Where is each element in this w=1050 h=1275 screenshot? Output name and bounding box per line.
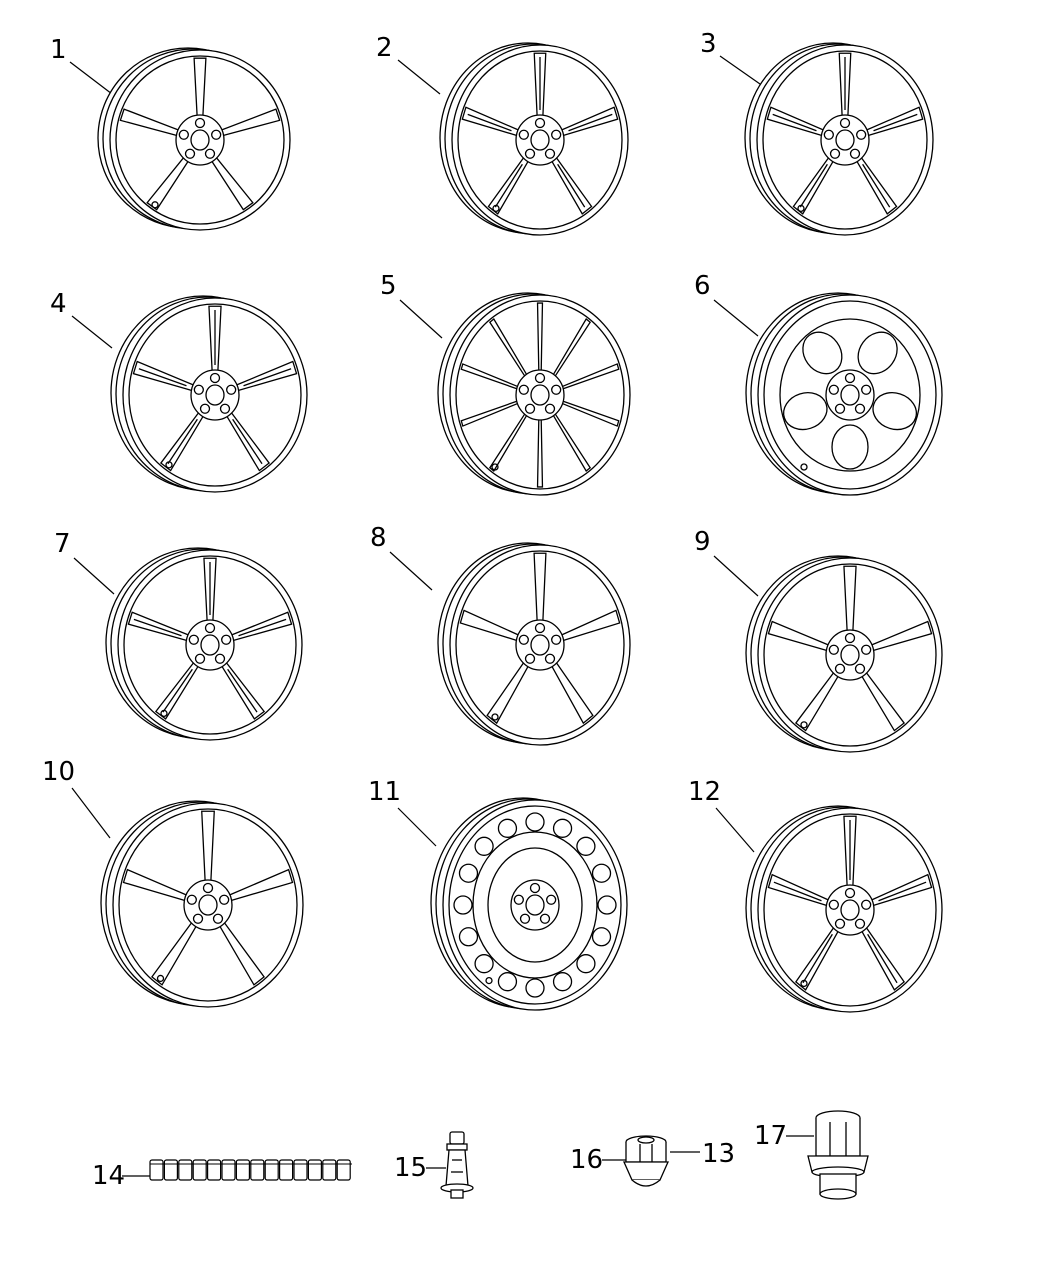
wheel-11	[430, 797, 628, 1011]
wheel-2	[439, 42, 629, 236]
lug-nut-short	[622, 1135, 670, 1187]
leader-line-6	[713, 299, 759, 337]
leader-line-7	[73, 557, 115, 595]
wheel-8	[437, 542, 631, 746]
wheel-5	[437, 292, 631, 496]
balance-weight-strip	[149, 1159, 352, 1181]
wheel-illustrations	[97, 42, 943, 1013]
leader-line-12	[715, 807, 755, 853]
leader-line-9	[713, 555, 759, 597]
leader-lines	[69, 55, 814, 1177]
wheel-3	[744, 42, 934, 236]
wheel-4	[110, 295, 308, 493]
callout-8: 8	[370, 523, 387, 553]
callout-6: 6	[694, 271, 711, 301]
balance-weight-segment	[307, 1159, 322, 1181]
balance-weight-segment	[221, 1159, 236, 1181]
callout-3: 3	[700, 29, 717, 59]
wheel-6	[745, 292, 943, 496]
wheel-9	[745, 555, 943, 753]
callout-labels: 1 2 3 4 5 6 7 8 9 10 11 12 13 14 15 16 1…	[42, 29, 787, 1191]
leader-line-4	[71, 315, 113, 349]
balance-weight-segment	[322, 1159, 337, 1181]
wheel-1	[97, 47, 291, 231]
leader-line-11	[397, 807, 437, 847]
callout-1: 1	[50, 35, 67, 65]
callout-13: 13	[702, 1139, 735, 1169]
leader-line-5	[399, 299, 443, 339]
leader-line-3	[719, 55, 761, 85]
wheel-12	[745, 805, 943, 1013]
callout-7: 7	[54, 529, 71, 559]
balance-weight-segment	[207, 1159, 222, 1181]
leader-line-8	[389, 551, 433, 591]
balance-weight-segment	[250, 1159, 265, 1181]
wheel-7	[105, 547, 303, 741]
balance-weight-segment	[149, 1159, 164, 1181]
callout-11: 11	[368, 777, 401, 807]
callout-12: 12	[688, 777, 721, 807]
leader-line-1	[69, 61, 113, 95]
balance-weight-segment	[235, 1159, 250, 1181]
callout-15: 15	[394, 1153, 427, 1183]
lug-nut-long	[807, 1110, 869, 1200]
leader-line-2	[397, 59, 441, 95]
callout-10: 10	[42, 757, 75, 787]
callout-5: 5	[380, 271, 397, 301]
leader-line-10	[71, 787, 111, 839]
callout-4: 4	[50, 289, 67, 319]
balance-weight-segment	[336, 1159, 351, 1181]
balance-weight-segment	[264, 1159, 279, 1181]
balance-weight-segment	[293, 1159, 308, 1181]
balance-weight-segment	[192, 1159, 207, 1181]
callout-2: 2	[376, 33, 393, 63]
callout-17: 17	[754, 1121, 787, 1151]
valve-stem	[440, 1131, 474, 1199]
callout-16: 16	[570, 1145, 603, 1175]
balance-weight-segment	[178, 1159, 193, 1181]
wheel-10	[100, 800, 304, 1008]
balance-weight-segment	[163, 1159, 178, 1181]
balance-weight-segment	[279, 1159, 294, 1181]
callout-14: 14	[92, 1161, 125, 1191]
callout-9: 9	[694, 527, 711, 557]
